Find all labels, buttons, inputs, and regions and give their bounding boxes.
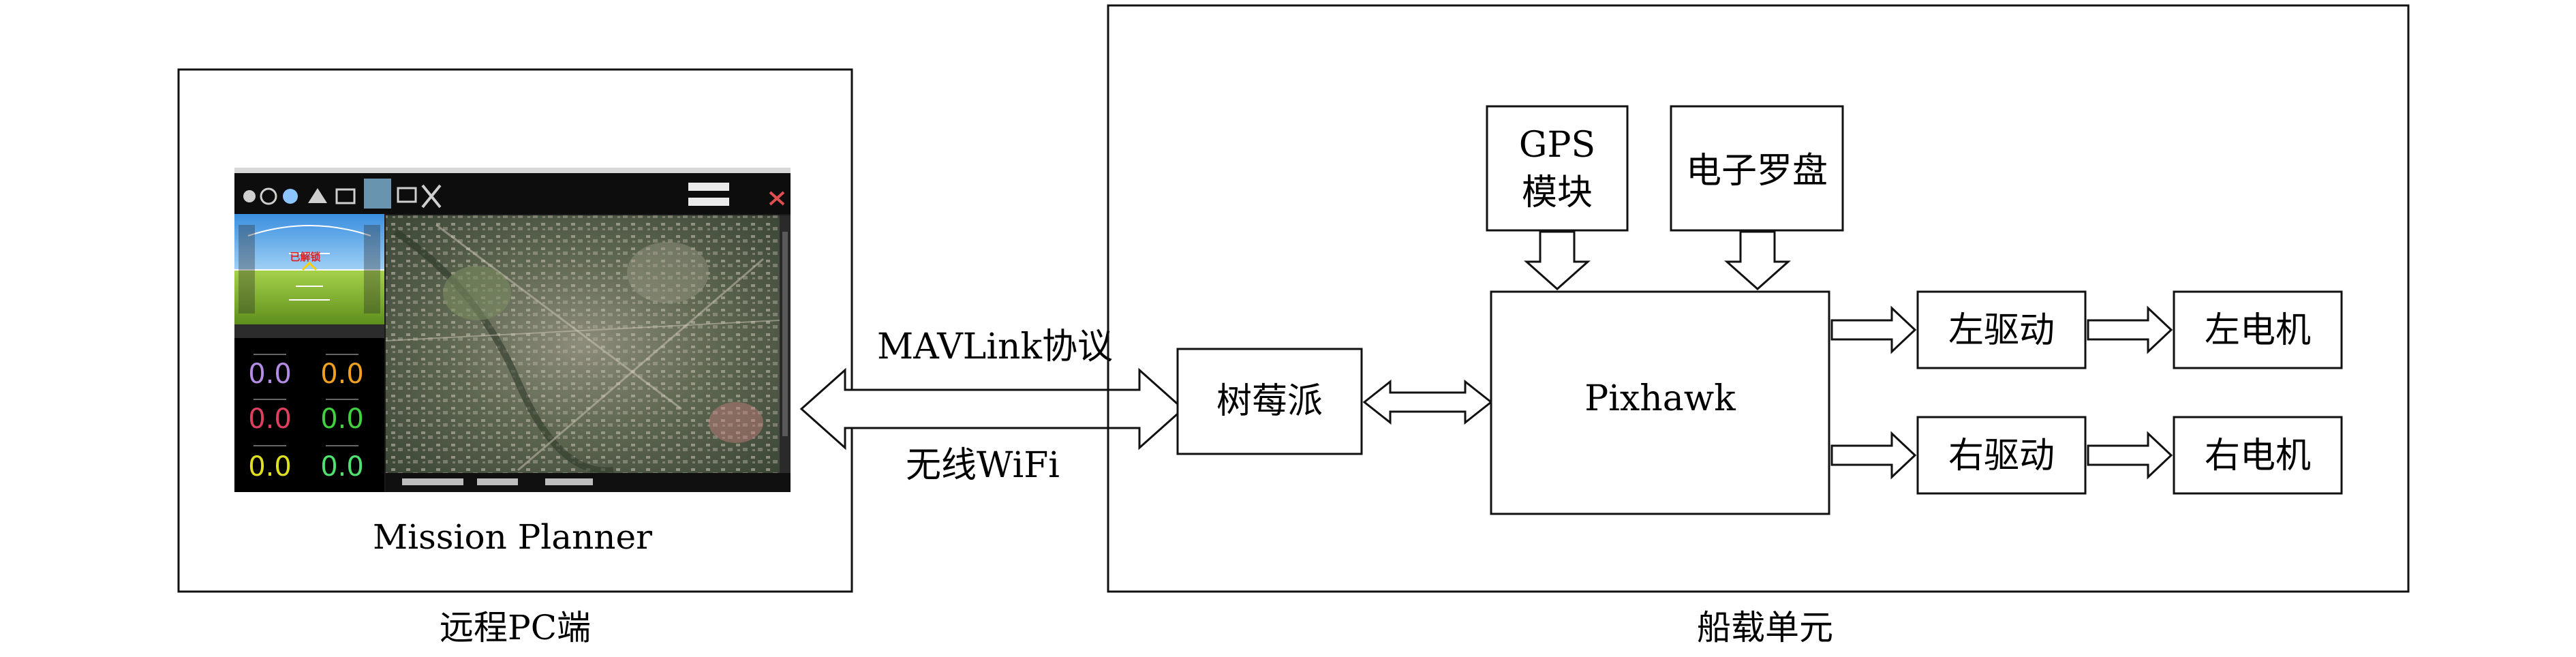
pc-caption: 远程PC端	[440, 608, 591, 647]
pi-pixhawk-arrow	[1362, 379, 1493, 425]
protocol-label: MAVLink协议	[877, 326, 1113, 367]
quick-panel: 0.0 0.0 0.0 0.0 0.0 0.0	[234, 338, 384, 492]
pixhawk-label: Pixhawk	[1584, 378, 1736, 419]
onboard-caption: 船载单元	[1697, 608, 1833, 647]
readout-2: 0.0	[320, 358, 364, 390]
right-driver-label: 右驱动	[1948, 436, 2055, 476]
raspberry-pi-label: 树莓派	[1216, 381, 1323, 422]
readout-5: 0.0	[248, 451, 292, 483]
gps-label-line1: GPS	[1519, 125, 1595, 166]
compass-box	[1670, 105, 1844, 232]
pixhawk-left-driver-arrow	[1830, 305, 1917, 354]
readout-6: 0.0	[320, 451, 364, 483]
compass-label: 电子罗盘	[1686, 151, 1828, 192]
gps-arrow	[1524, 230, 1591, 291]
right-driver-motor-arrow	[2087, 431, 2173, 480]
left-motor-label: 左电机	[2205, 310, 2311, 351]
mission-planner-label: Mission Planner	[373, 517, 652, 557]
readout-3: 0.0	[248, 403, 292, 435]
readout-1: 0.0	[248, 358, 292, 390]
mission-planner-screenshot: 已解锁 0.0 0.0 0.0 0.0 0.0 0.0	[234, 168, 791, 492]
hud: 已解锁	[234, 214, 384, 324]
readout-4: 0.0	[320, 403, 364, 435]
toolbar-icons	[243, 179, 442, 209]
toolbar	[234, 173, 791, 214]
pixhawk-box	[1490, 290, 1830, 515]
pc-box	[177, 68, 853, 593]
left-driver-motor-arrow	[2087, 305, 2173, 354]
pixhawk-right-driver-arrow	[1830, 431, 1917, 480]
satellite-map	[385, 215, 780, 474]
left-motor-box	[2173, 290, 2343, 369]
compass-arrow	[1724, 230, 1791, 291]
hud-status: 已解锁	[290, 251, 320, 263]
onboard-unit-box	[1107, 4, 2410, 593]
gps-box	[1486, 105, 1629, 232]
right-driver-box	[1916, 416, 2087, 495]
wireless-link-arrow	[799, 367, 1185, 450]
gps-label-line2: 模块	[1522, 172, 1593, 213]
left-driver-label: 左驱动	[1948, 310, 2055, 351]
right-motor-box	[2173, 416, 2343, 495]
wireless-label: 无线WiFi	[906, 445, 1060, 486]
right-motor-label: 右电机	[2205, 436, 2311, 476]
left-driver-box	[1916, 290, 2087, 369]
raspberry-pi-box	[1176, 348, 1363, 455]
